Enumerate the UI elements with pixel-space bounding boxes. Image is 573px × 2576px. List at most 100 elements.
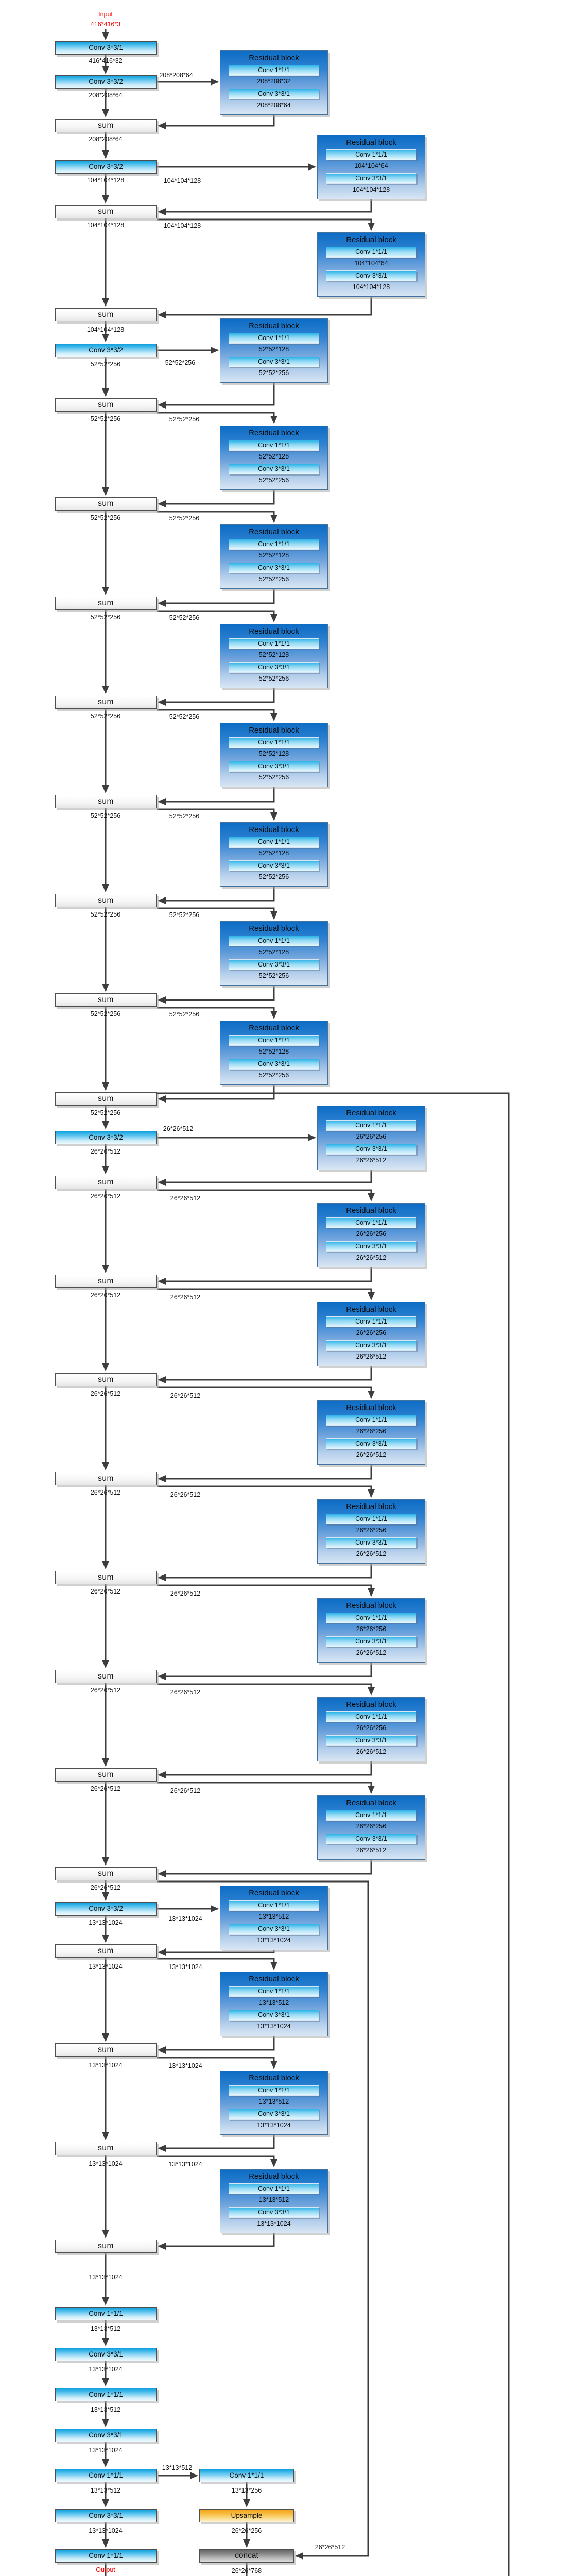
- residual-conv1x1-box: Conv 1*1/1: [229, 2183, 319, 2194]
- flow-arrow: [158, 1465, 372, 1482]
- residual-conv3x3-box: Conv 3*3/1: [229, 1924, 319, 1935]
- flow-arrow: [158, 986, 275, 1004]
- tensor-dim-label: 104*104*128: [86, 326, 125, 333]
- sum-box-label: sum: [98, 1770, 114, 1780]
- residual-conv3x3-box: Conv 3*3/1: [229, 2207, 319, 2218]
- conv-layer-box: Conv 3*3/1: [55, 2348, 157, 2361]
- residual-conv3x3-box: Conv 3*3/1: [229, 959, 319, 970]
- tensor-dim-label: 26*26*512: [163, 1125, 194, 1132]
- residual-conv3x3-box: Conv 3*3/1: [326, 1537, 416, 1548]
- flow-arrow: [157, 709, 277, 721]
- residual-conv3x3-box: Conv 3*3/1: [326, 1636, 416, 1647]
- residual-dim-label: 52*52*128: [258, 1048, 289, 1055]
- conv-layer-box-label: Conv 1*1/1: [89, 2310, 123, 2318]
- residual-dim-label: 104*104*64: [354, 260, 388, 267]
- residual-dim-label: 26*26*256: [356, 1724, 387, 1732]
- sum-box: sum: [55, 1092, 157, 1106]
- io-label: Output: [96, 2566, 115, 2573]
- sum-box: sum: [55, 1373, 157, 1386]
- tensor-dim-label: 52*52*256: [169, 812, 200, 820]
- sum-box-label: sum: [98, 499, 114, 509]
- sum-box: sum: [55, 1768, 157, 1782]
- sum-box: sum: [55, 795, 157, 808]
- flow-arrow: [158, 1948, 275, 1956]
- residual-conv1x1-box: Conv 1*1/1: [229, 333, 319, 344]
- residual-block-title: Residual block: [346, 1502, 396, 1511]
- sum-box-label: sum: [98, 1474, 114, 1483]
- flow-arrow: [157, 1683, 375, 1696]
- conv-layer-box: Conv 3*3/1: [55, 2509, 157, 2522]
- tensor-dim-label: 104*104*128: [86, 221, 125, 229]
- residual-dim-label: 104*104*128: [352, 283, 390, 291]
- conv-layer-box-label: Conv 3*3/1: [89, 2350, 123, 2359]
- residual-conv1x1-box: Conv 1*1/1: [229, 440, 319, 451]
- residual-dim-label: 26*26*512: [356, 1157, 387, 1164]
- sum-box: sum: [55, 1867, 157, 1880]
- tensor-dim-label: 13*13*256: [231, 2486, 262, 2494]
- residual-conv1x1-box: Conv 1*1/1: [229, 65, 319, 76]
- tensor-dim-label: 26*26*512: [170, 1293, 201, 1301]
- tensor-dim-label: 416*416*32: [89, 57, 123, 64]
- tensor-dim-label: 13*13*512: [90, 2486, 121, 2494]
- residual-conv3x3-box: Conv 3*3/1: [326, 270, 416, 281]
- flow-arrow: [158, 297, 372, 318]
- residual-conv3x3-box: Conv 3*3/1: [229, 1059, 319, 1070]
- sum-box: sum: [55, 993, 157, 1007]
- residual-conv3x3-box: Conv 3*3/1: [229, 2109, 319, 2120]
- flow-arrow: [157, 1958, 277, 1970]
- flow-arrow: [157, 2155, 277, 2167]
- upsample-box: Upsample: [199, 2509, 294, 2522]
- residual-dim-label: 26*26*512: [356, 1550, 387, 1557]
- tensor-dim-label: 13*13*1024: [168, 1914, 202, 1922]
- sum-box-label: sum: [98, 2045, 114, 2055]
- flow-arrow: [157, 511, 277, 523]
- residual-block-title: Residual block: [346, 138, 396, 147]
- residual-dim-label: 52*52*128: [258, 552, 289, 559]
- sum-box: sum: [55, 2240, 157, 2253]
- residual-block-title: Residual block: [346, 1109, 396, 1117]
- flow-arrow: [158, 1761, 372, 1778]
- residual-conv1x1-box: Conv 1*1/1: [326, 1415, 416, 1426]
- residual-dim-label: 26*26*512: [356, 1254, 387, 1261]
- conv-layer-box: Conv 3*3/1: [55, 41, 157, 55]
- sum-box: sum: [55, 1944, 157, 1958]
- residual-dim-label: 52*52*128: [258, 948, 289, 956]
- sum-box: sum: [55, 2043, 157, 2057]
- tensor-dim-label: 52*52*256: [90, 811, 121, 819]
- residual-dim-label: 52*52*128: [258, 850, 289, 857]
- conv-layer-box-label: Conv 3*3/2: [89, 78, 123, 86]
- concat-box-label: concat: [235, 2551, 258, 2561]
- flow-arrow: [157, 907, 277, 920]
- residual-conv1x1-box: Conv 1*1/1: [326, 1217, 416, 1228]
- tensor-dim-label: 26*26*512: [315, 2543, 345, 2551]
- residual-conv1x1-box: Conv 1*1/1: [326, 1120, 416, 1131]
- flow-arrow: [158, 1366, 372, 1383]
- flow-arrow: [157, 1485, 375, 1498]
- sum-box: sum: [55, 1670, 157, 1683]
- residual-dim-label: 26*26*256: [356, 1625, 387, 1633]
- residual-dim-label: 26*26*512: [356, 1451, 387, 1459]
- flow-arrow: [157, 808, 277, 821]
- residual-dim-label: 26*26*256: [356, 1823, 387, 1830]
- tensor-dim-label: 26*26*512: [170, 1392, 201, 1399]
- flow-arrow: [158, 589, 275, 607]
- residual-conv3x3-box: Conv 3*3/1: [229, 2010, 319, 2021]
- residual-dim-label: 52*52*256: [258, 369, 289, 377]
- sum-box: sum: [55, 1176, 157, 1189]
- tensor-dim-label: 26*26*512: [90, 1785, 121, 1792]
- residual-dim-label: 104*104*128: [352, 186, 390, 193]
- tensor-dim-label: 104*104*128: [163, 177, 201, 184]
- sum-box: sum: [55, 2142, 157, 2155]
- tensor-dim-label: 26*26*512: [90, 1587, 121, 1595]
- residual-block-title: Residual block: [249, 321, 299, 330]
- sum-box: sum: [55, 597, 157, 610]
- sum-box-label: sum: [98, 310, 114, 319]
- flow-arrow: [158, 2233, 275, 2250]
- tensor-dim-label: 13*13*1024: [89, 1962, 123, 1970]
- tensor-dim-label: 26*26*512: [90, 1291, 121, 1299]
- sum-box: sum: [55, 308, 157, 321]
